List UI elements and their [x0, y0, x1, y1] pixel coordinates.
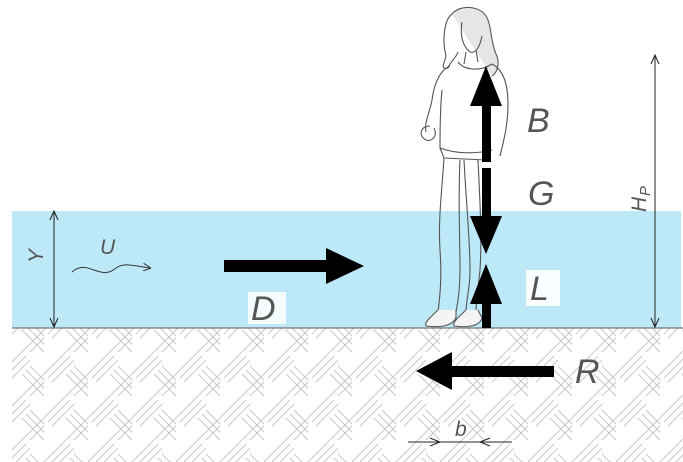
depth-label: Y	[25, 247, 48, 263]
drag-label-bg	[248, 292, 286, 324]
height-label-group: H P	[628, 186, 654, 212]
friction-arrow	[416, 352, 554, 390]
person-icon	[420, 6, 509, 328]
drag-arrow	[224, 248, 364, 284]
flow-squiggle-icon	[71, 265, 150, 274]
buoyancy-arrow	[470, 66, 502, 162]
height-dimension	[650, 53, 660, 329]
weight-arrow	[470, 168, 502, 254]
friction-label: R	[575, 353, 600, 391]
lift-label: L	[530, 270, 549, 308]
velocity-label: U	[100, 236, 116, 259]
ground	[12, 328, 683, 462]
drag-label: D	[251, 290, 276, 328]
depth-dimension	[49, 209, 59, 329]
weight-label: G	[528, 175, 554, 213]
height-label: H	[628, 196, 651, 212]
buoyancy-label: B	[527, 102, 550, 140]
lift-arrow	[470, 264, 502, 328]
height-subscript: P	[637, 186, 654, 196]
lift-label-bg	[526, 270, 560, 306]
foot-width-dimension	[408, 437, 512, 447]
foot-width-label: b	[455, 418, 467, 441]
